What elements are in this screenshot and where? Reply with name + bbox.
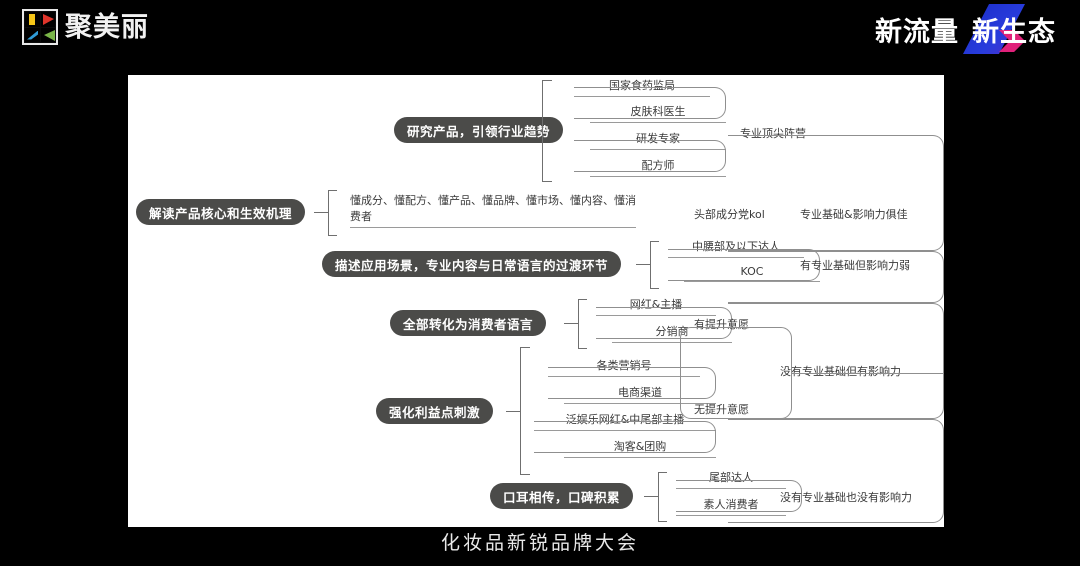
- connector-tick-1: [526, 130, 542, 131]
- slide-canvas: 研究产品，引领行业趋势 国家食药监局 皮肤科医生 研发专家 配方师 专业顶尖阵营…: [128, 75, 944, 527]
- banner-text-right: 新生态: [972, 16, 1056, 48]
- leaf-formulator[interactable]: 配方师: [590, 157, 726, 177]
- leaf-dermatologist[interactable]: 皮肤科医生: [590, 103, 726, 123]
- group-box-5a: [548, 367, 716, 399]
- brand-logo: 聚美丽: [22, 9, 149, 45]
- group-box-4: [596, 307, 732, 339]
- leaf-nmpa[interactable]: 国家食药监局: [574, 77, 710, 97]
- bracket-4: [578, 299, 587, 349]
- node-interpret-core[interactable]: 解读产品核心和生效机理: [136, 199, 306, 225]
- banner-text-group: 新流量新生态: [875, 10, 1056, 49]
- summary-pro-weak-influence: 有专业基础但影响力弱: [800, 259, 910, 272]
- connector-line-willingness: [792, 373, 944, 374]
- footer-caption: 化妆品新锐品牌大会: [440, 532, 639, 554]
- node-describe-scenario[interactable]: 描述应用场景，专业内容与日常语言的过渡环节: [322, 251, 622, 277]
- connector-tick-5: [506, 411, 520, 412]
- logo-cell-yellow: [25, 12, 40, 27]
- right-group-box-c: [728, 303, 944, 419]
- group-box-1a: [574, 87, 726, 119]
- bracket-1: [542, 80, 552, 182]
- right-group-box-b: [728, 251, 944, 303]
- node-research-product[interactable]: 研究产品，引领行业趋势: [394, 117, 564, 143]
- event-banner: 新流量新生态: [875, 4, 1056, 54]
- logo-cell-green: [40, 27, 55, 42]
- logo-cell-blue: [25, 27, 40, 42]
- summary-pro-and-influence: 专业基础&影响力俱佳: [800, 208, 908, 221]
- banner-text-left: 新流量: [875, 16, 959, 48]
- summary-top-professional: 专业顶尖阵营: [740, 127, 806, 140]
- bracket-6: [658, 472, 667, 522]
- leaf-entertainment-influencer[interactable]: 泛娱乐网红&中尾部主播: [534, 411, 716, 431]
- leaf-koc[interactable]: KOC: [684, 265, 820, 282]
- group-box-5b: [534, 421, 716, 453]
- bracket-5: [520, 347, 530, 475]
- summary-no-pro-no-influence: 没有专业基础也没有影响力: [780, 491, 912, 504]
- connector-tick-6: [644, 496, 658, 497]
- group-box-6: [676, 480, 802, 512]
- group-box-3: [668, 249, 820, 281]
- right-group-box-a: [728, 135, 944, 251]
- node-consumer-language[interactable]: 全部转化为消费者语言: [390, 310, 547, 336]
- node-word-of-mouth[interactable]: 口耳相传，口碑积累: [490, 483, 634, 509]
- summary-no-pro-has-influence: 没有专业基础但有影响力: [780, 365, 901, 378]
- right-group-box-d: [728, 419, 944, 523]
- connector-tick-3: [636, 264, 650, 265]
- four-color-grid-logo-icon: [22, 9, 58, 45]
- group-box-1b: [574, 140, 726, 172]
- chevron-arrow-accent-icon: [999, 30, 1025, 52]
- brand-logo-text: 聚美丽: [65, 11, 149, 43]
- logo-cell-red: [40, 12, 55, 27]
- leaf-rd-expert[interactable]: 研发专家: [590, 130, 726, 150]
- bracket-3: [650, 241, 659, 289]
- leaf-understanding-list[interactable]: 懂成分、懂配方、懂产品、懂品牌、懂市场、懂内容、懂消费者: [350, 193, 636, 228]
- bracket-2: [328, 190, 337, 236]
- connector-tick-4: [564, 323, 578, 324]
- mid-label-top-kol: 头部成分党kol: [694, 208, 765, 221]
- leaf-marketing-accounts[interactable]: 各类营销号: [548, 357, 700, 377]
- leaf-ecommerce-channel[interactable]: 电商渠道: [564, 384, 716, 404]
- node-strengthen-benefit[interactable]: 强化利益点刺激: [376, 398, 494, 424]
- connector-tick-2: [314, 212, 328, 213]
- leaf-taoke-groupbuy[interactable]: 淘客&团购: [564, 438, 716, 458]
